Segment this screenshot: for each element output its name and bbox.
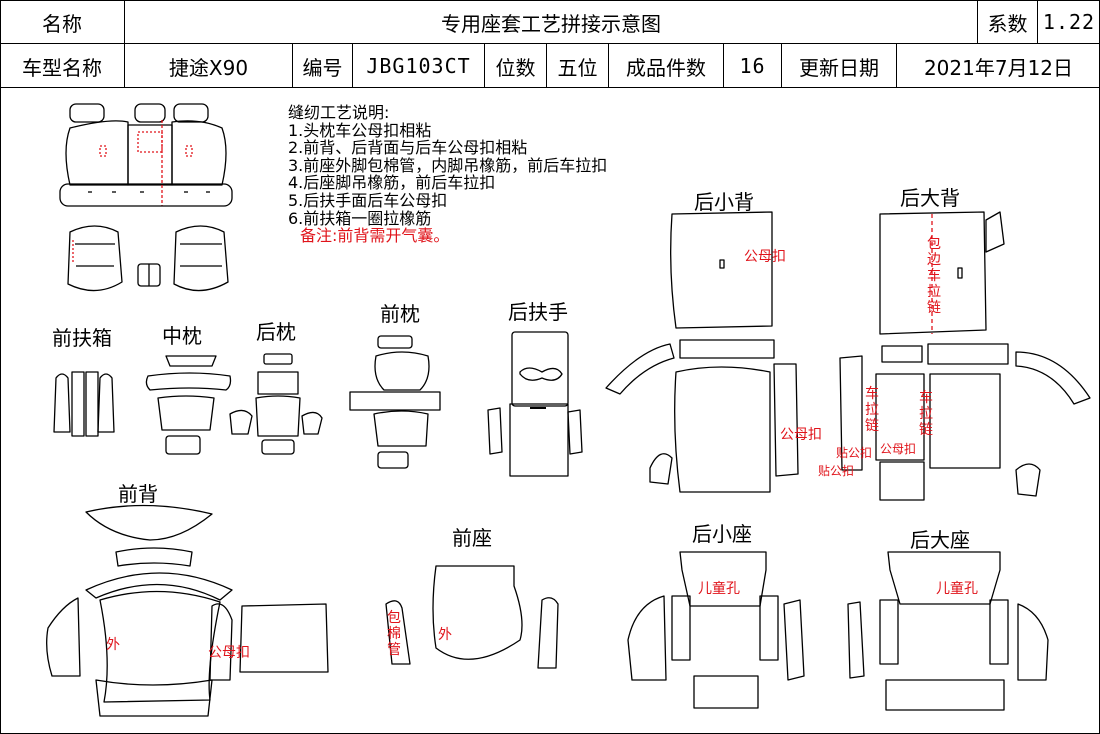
front-seat-pieces xyxy=(385,565,559,669)
name-label: 名称 xyxy=(0,0,125,44)
note-stick-snap-1: 贴公扣 xyxy=(836,446,873,460)
note-item-6: 6.前扶箱一圈拉橡筋 xyxy=(288,208,432,228)
seat-overview-illustration xyxy=(59,103,233,292)
note-zipper-left: 车拉链 xyxy=(865,386,879,434)
rear-big-seat-pieces xyxy=(847,551,1049,711)
note-item-5: 5.后扶手面后车公母扣 xyxy=(288,190,448,210)
seats-label: 位数 xyxy=(485,44,547,88)
label-front-back: 前背 xyxy=(118,482,158,506)
note-snap-rear-small-back-lower: 公母扣 xyxy=(780,427,822,443)
seats-value: 五位 xyxy=(547,44,609,88)
note-snap-front-back: 公母扣 xyxy=(208,645,250,661)
date-value: 2021年7月12日 xyxy=(923,55,1074,80)
label-rear-big-seat: 后大座 xyxy=(910,528,970,552)
label-rear-small-seat: 后小座 xyxy=(692,522,752,546)
note-outer-front-seat: 外 xyxy=(438,627,452,643)
note-item-2: 2.前背、后背面与后车公母扣相粘 xyxy=(288,138,528,158)
sheet-title: 专用座套工艺拼接示意图 xyxy=(125,0,978,44)
pieces-label: 成品件数 xyxy=(609,44,724,88)
note-stick-snap-2: 贴公扣 xyxy=(818,464,855,478)
front-armrest-box-pieces xyxy=(53,371,115,437)
label-rear-headrest: 后枕 xyxy=(256,320,296,344)
label-front-armrest-box: 前扶箱 xyxy=(52,326,112,350)
note-outer-front-back: 外 xyxy=(106,637,120,653)
middle-headrest-pieces xyxy=(145,355,232,455)
date-label: 更新日期 xyxy=(782,44,897,88)
label-rear-armrest: 后扶手 xyxy=(508,300,568,324)
note-zipper-right: 车拉链 xyxy=(919,390,933,438)
note-item-1: 1.头枕车公母扣相粘 xyxy=(288,120,432,140)
pieces-value: 16 xyxy=(724,44,782,88)
label-rear-big-back: 后大背 xyxy=(900,186,960,210)
rear-headrest-pieces xyxy=(229,353,323,455)
coef-value: 1.22 xyxy=(1042,10,1096,34)
code-value: JBG103CT xyxy=(353,44,485,88)
header-row-2: 车型名称 捷途X90 编号 JBG103CT 位数 五位 成品件数 16 更新日… xyxy=(0,44,1100,88)
label-middle-headrest: 中枕 xyxy=(162,324,202,348)
notes-remark: 备注:前背需开气囊。 xyxy=(300,226,450,246)
note-snap-rear-big-back: 公母扣 xyxy=(880,442,917,456)
front-back-pieces xyxy=(46,504,329,717)
model-label: 车型名称 xyxy=(0,44,125,88)
note-cotton-tube: 包棉管 xyxy=(387,610,401,658)
label-rear-small-back: 后小背 xyxy=(694,190,754,214)
rear-big-back-pieces xyxy=(839,211,1091,501)
note-child-hole-big: 儿童孔 xyxy=(936,581,978,597)
label-front-seat: 前座 xyxy=(452,526,492,550)
note-item-4: 4.后座脚吊橡筋，前后车拉扣 xyxy=(288,173,496,193)
note-item-3: 3.前座外脚包棉管，内脚吊橡筋，前后车拉扣 xyxy=(288,155,608,175)
pattern-drawing xyxy=(46,103,1091,717)
sewing-notes: 缝纫工艺说明: 1.头枕车公母扣相粘 2.前背、后背面与后车公母扣相粘 3.前座… xyxy=(288,104,607,245)
coef-label: 系数 xyxy=(978,0,1038,44)
note-sew-zipper-edge: 包边车拉链 xyxy=(927,236,941,316)
model-value: 捷途X90 xyxy=(125,44,293,88)
notes-heading: 缝纫工艺说明: xyxy=(288,103,390,122)
label-front-headrest: 前枕 xyxy=(380,302,420,326)
rear-armrest-pieces xyxy=(487,331,583,477)
note-child-hole-small: 儿童孔 xyxy=(698,581,740,597)
header-row-1: 名称 专用座套工艺拼接示意图 系数 1.22 xyxy=(0,0,1100,44)
rear-small-seat-pieces xyxy=(627,551,805,709)
front-headrest-pieces xyxy=(349,335,441,469)
code-label: 编号 xyxy=(293,44,353,88)
rear-small-back-pieces xyxy=(605,211,799,493)
note-snap-rear-small-back: 公母扣 xyxy=(744,249,786,265)
